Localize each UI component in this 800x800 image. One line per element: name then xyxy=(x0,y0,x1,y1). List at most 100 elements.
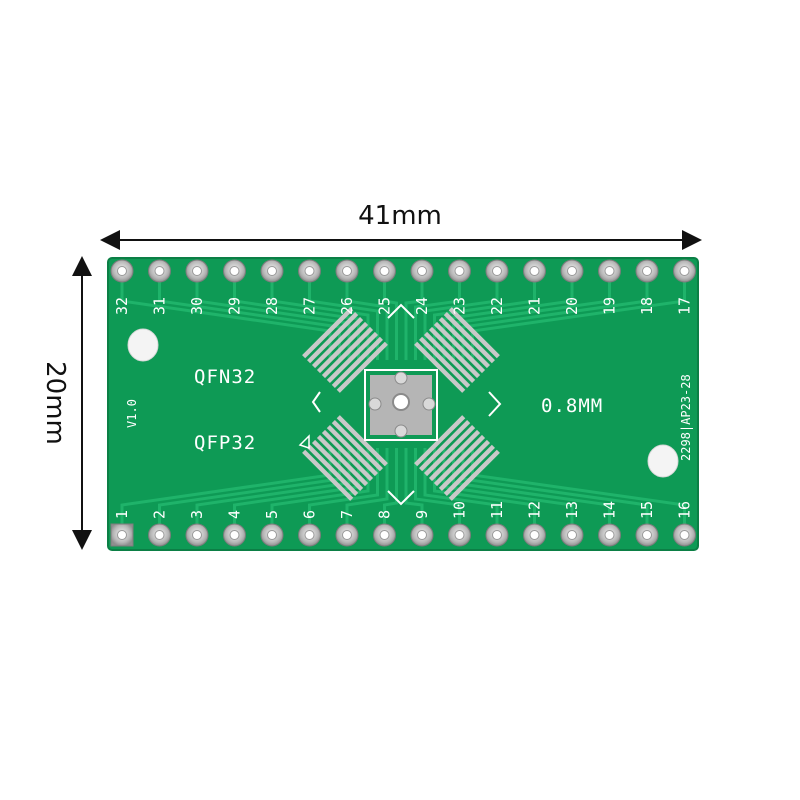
trace xyxy=(383,448,398,535)
pin-number-label: 29 xyxy=(226,297,244,315)
trace xyxy=(461,448,649,535)
pin-number-label: 3 xyxy=(188,510,206,519)
trace xyxy=(471,448,686,535)
smd-pad xyxy=(438,439,491,492)
trace xyxy=(120,271,332,360)
pin1-triangle-icon xyxy=(298,434,310,450)
chip-footprint xyxy=(298,303,502,506)
thermal-via-right xyxy=(422,397,436,411)
header-hole xyxy=(567,266,577,276)
smd-pad xyxy=(331,336,383,388)
smd-pad xyxy=(302,449,354,501)
copper-traces xyxy=(120,271,686,535)
header-hole xyxy=(642,266,652,276)
smd-pad xyxy=(423,331,476,384)
pin-number-label: 13 xyxy=(563,501,581,519)
header-hole xyxy=(529,530,540,540)
header-hole xyxy=(117,266,127,276)
qfp-label: QFP32 xyxy=(194,432,256,454)
smd-pad xyxy=(307,312,359,364)
trace xyxy=(433,448,536,535)
header-hole xyxy=(454,530,465,540)
trace xyxy=(414,448,461,535)
header-hole xyxy=(642,530,652,540)
pin-number-label: 19 xyxy=(601,297,619,315)
thermal-via-center xyxy=(392,393,410,411)
trace xyxy=(404,448,424,535)
header-hole xyxy=(229,530,240,540)
smd-pad-groups xyxy=(302,307,500,501)
thermal-via-bottom xyxy=(394,424,408,438)
pin-number-label: 24 xyxy=(413,297,431,315)
smd-pad xyxy=(326,424,379,477)
pin-number-label: 10 xyxy=(451,501,469,519)
smd-pad xyxy=(423,424,476,477)
smd-pad xyxy=(316,434,369,487)
pin-number-label: 12 xyxy=(526,501,544,519)
header-hole xyxy=(492,266,502,276)
smd-pad xyxy=(443,312,495,364)
chevron-up-icon xyxy=(387,303,415,319)
mounting-hole-left xyxy=(127,328,159,362)
smd-pad xyxy=(419,420,471,472)
header-hole xyxy=(154,530,165,540)
pin-number-label: 15 xyxy=(638,501,656,519)
header-hole xyxy=(379,530,390,540)
pin-number-label: 6 xyxy=(301,510,319,519)
header-hole xyxy=(529,266,540,276)
chevron-down-icon xyxy=(387,490,415,506)
trace xyxy=(308,271,379,360)
header-hole xyxy=(267,530,277,540)
pin-number-label: 21 xyxy=(526,297,544,315)
pin-number-label: 30 xyxy=(188,297,206,315)
header-hole xyxy=(679,266,690,276)
smd-pad xyxy=(433,434,486,487)
pin-number-label: 9 xyxy=(413,510,431,519)
mounting-hole-right xyxy=(647,444,679,478)
pin-number-label: 26 xyxy=(338,297,356,315)
smd-pad xyxy=(311,316,364,369)
pin-number-label: 22 xyxy=(488,297,506,315)
qfn-label: QFN32 xyxy=(194,366,256,388)
pin-number-label: 2 xyxy=(151,510,169,519)
trace xyxy=(120,448,332,535)
part-code-label: 2298|AP23-28 xyxy=(679,374,693,461)
trace xyxy=(433,271,536,360)
header-hole xyxy=(342,530,352,540)
header-hole xyxy=(417,266,427,276)
smd-pad xyxy=(336,415,388,467)
pin-number-label: 1 xyxy=(113,510,131,519)
smd-pad xyxy=(326,331,379,384)
smd-pad xyxy=(307,444,359,496)
trace xyxy=(423,448,499,535)
header-hole xyxy=(492,530,502,540)
pin-number-label: 14 xyxy=(601,501,619,519)
pin-number-label: 32 xyxy=(113,297,131,315)
version-label: V1.0 xyxy=(125,399,139,428)
pin-number-label: 27 xyxy=(301,297,319,315)
thermal-via-left xyxy=(368,397,382,411)
smd-pad xyxy=(438,316,491,369)
smd-pad xyxy=(448,307,500,359)
pin-number-label: 28 xyxy=(263,297,281,315)
smd-pad xyxy=(331,420,383,472)
smd-pad xyxy=(428,429,481,482)
header-hole xyxy=(604,530,615,540)
pin-number-label: 7 xyxy=(338,510,356,519)
thermal-via-top xyxy=(394,371,408,385)
smd-pad xyxy=(302,307,354,359)
trace xyxy=(414,271,461,360)
smd-pad xyxy=(414,341,466,393)
trace xyxy=(345,448,389,535)
smd-pad xyxy=(428,326,481,379)
smd-pad xyxy=(321,429,374,482)
pin-number-label: 5 xyxy=(263,510,281,519)
header-hole xyxy=(567,530,577,540)
header-hole xyxy=(192,530,202,540)
trace xyxy=(158,448,341,535)
header-hole xyxy=(154,266,165,276)
